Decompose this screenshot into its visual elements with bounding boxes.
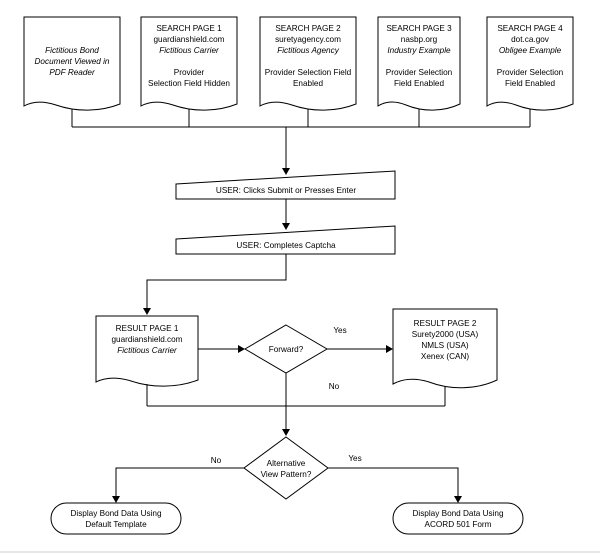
alternative-view-decision-node: Alternative View Pattern? — [243, 436, 329, 500]
result1-domain: guardianshield.com — [111, 335, 182, 344]
arrow-head — [238, 345, 245, 353]
arrow-head — [112, 496, 120, 503]
arrow-head — [282, 429, 290, 436]
result2-line-1: Surety2000 (USA) — [412, 330, 479, 339]
captcha-manual-input-node: USER: Completes Captcha — [175, 225, 396, 255]
decision-shape — [243, 436, 329, 500]
search1-desc-1: Provider — [174, 68, 205, 77]
alt-yes-label: Yes — [348, 454, 361, 463]
search4-desc-1: Provider Selection — [497, 68, 564, 77]
acord-line-2: ACORD 501 Form — [425, 520, 492, 529]
search2-desc-1: Provider Selection Field — [265, 68, 352, 77]
search3-domain: nasbp.org — [401, 35, 438, 44]
arrow-head — [386, 345, 393, 353]
result1-title: RESULT PAGE 1 — [116, 324, 179, 333]
search-page-4-node: SEARCH PAGE 4 dot.ca.gov Obligee Example… — [486, 16, 574, 111]
submit-manual-input-node: USER: Clicks Submit or Presses Enter — [175, 170, 396, 200]
submit-text: USER: Clicks Submit or Presses Enter — [216, 186, 356, 195]
forward-text: Forward? — [269, 345, 304, 354]
merge-connectors — [71, 109, 531, 175]
search-page-2-node: SEARCH PAGE 2 suretyagency.com Fictitiou… — [259, 16, 357, 111]
default-line-1: Display Bond Data Using — [70, 509, 161, 518]
search4-note: Obligee Example — [499, 46, 562, 55]
search1-domain: guardianshield.com — [153, 35, 224, 44]
pdf-document-node: Fictitious Bond Document Viewed in PDF R… — [23, 16, 121, 111]
alt-no-label: No — [211, 456, 222, 465]
document-shape — [95, 315, 199, 387]
search2-domain: suretyagency.com — [275, 35, 341, 44]
search4-domain: dot.ca.gov — [511, 35, 550, 44]
search-page-1-node: SEARCH PAGE 1 guardianshield.com Fictiti… — [140, 16, 238, 111]
document-shape — [140, 16, 238, 111]
result-page-2-node: RESULT PAGE 2 Surety2000 (USA) NMLS (USA… — [392, 308, 498, 389]
search3-desc-1: Provider Selection — [386, 68, 453, 77]
search4-desc-2: Field Enabled — [505, 79, 556, 88]
search4-title: SEARCH PAGE 4 — [497, 24, 563, 33]
arrow-head — [282, 223, 290, 230]
acord-line-1: Display Bond Data Using — [412, 509, 503, 518]
result-page-1-node: RESULT PAGE 1 guardianshield.com Fictiti… — [95, 315, 199, 387]
result1-note: Fictitious Carrier — [117, 346, 177, 355]
result2-line-3: Xenex (CAN) — [421, 352, 470, 361]
terminator-shape — [50, 502, 182, 535]
search3-desc-2: Field Enabled — [394, 79, 445, 88]
forward-yes-label: Yes — [333, 326, 346, 335]
search3-note: Industry Example — [387, 46, 451, 55]
document-shape — [259, 16, 357, 111]
acord-terminator: Display Bond Data Using ACORD 501 Form — [392, 502, 524, 535]
pdf-doc-line-2: Document Viewed in — [35, 57, 110, 66]
result2-line-2: NMLS (USA) — [421, 341, 469, 350]
search-page-3-node: SEARCH PAGE 3 nasbp.org Industry Example… — [377, 16, 461, 111]
search1-title: SEARCH PAGE 1 — [156, 24, 222, 33]
search1-desc-2: Selection Field Hidden — [148, 79, 230, 88]
search1-note: Fictitious Carrier — [159, 46, 219, 55]
search3-title: SEARCH PAGE 3 — [386, 24, 452, 33]
document-shape — [23, 16, 121, 111]
pdf-doc-line-3: PDF Reader — [49, 68, 95, 77]
default-line-2: Default Template — [85, 520, 147, 529]
default-template-terminator: Display Bond Data Using Default Template — [50, 502, 182, 535]
forward-decision-node: Forward? — [244, 324, 328, 374]
search2-note: Fictitious Agency — [277, 46, 339, 55]
arrow-head — [454, 496, 462, 503]
search2-desc-2: Enabled — [293, 79, 323, 88]
terminator-shape — [392, 502, 524, 535]
manual-input-shape — [175, 170, 396, 200]
result2-title: RESULT PAGE 2 — [414, 319, 477, 328]
altview-line-1: Alternative — [267, 459, 306, 468]
arrow-head — [282, 168, 290, 175]
document-shape — [392, 308, 498, 389]
result-merge-connectors — [146, 373, 446, 436]
search2-title: SEARCH PAGE 2 — [275, 24, 341, 33]
document-shape — [377, 16, 461, 111]
document-shape — [486, 16, 574, 111]
captcha-text: USER: Completes Captcha — [236, 241, 336, 250]
altview-line-2: View Pattern? — [261, 470, 312, 479]
pdf-doc-line-1: Fictitious Bond — [45, 46, 99, 55]
manual-input-shape — [175, 225, 396, 255]
arrow-head — [143, 308, 151, 315]
forward-no-label: No — [329, 382, 340, 391]
